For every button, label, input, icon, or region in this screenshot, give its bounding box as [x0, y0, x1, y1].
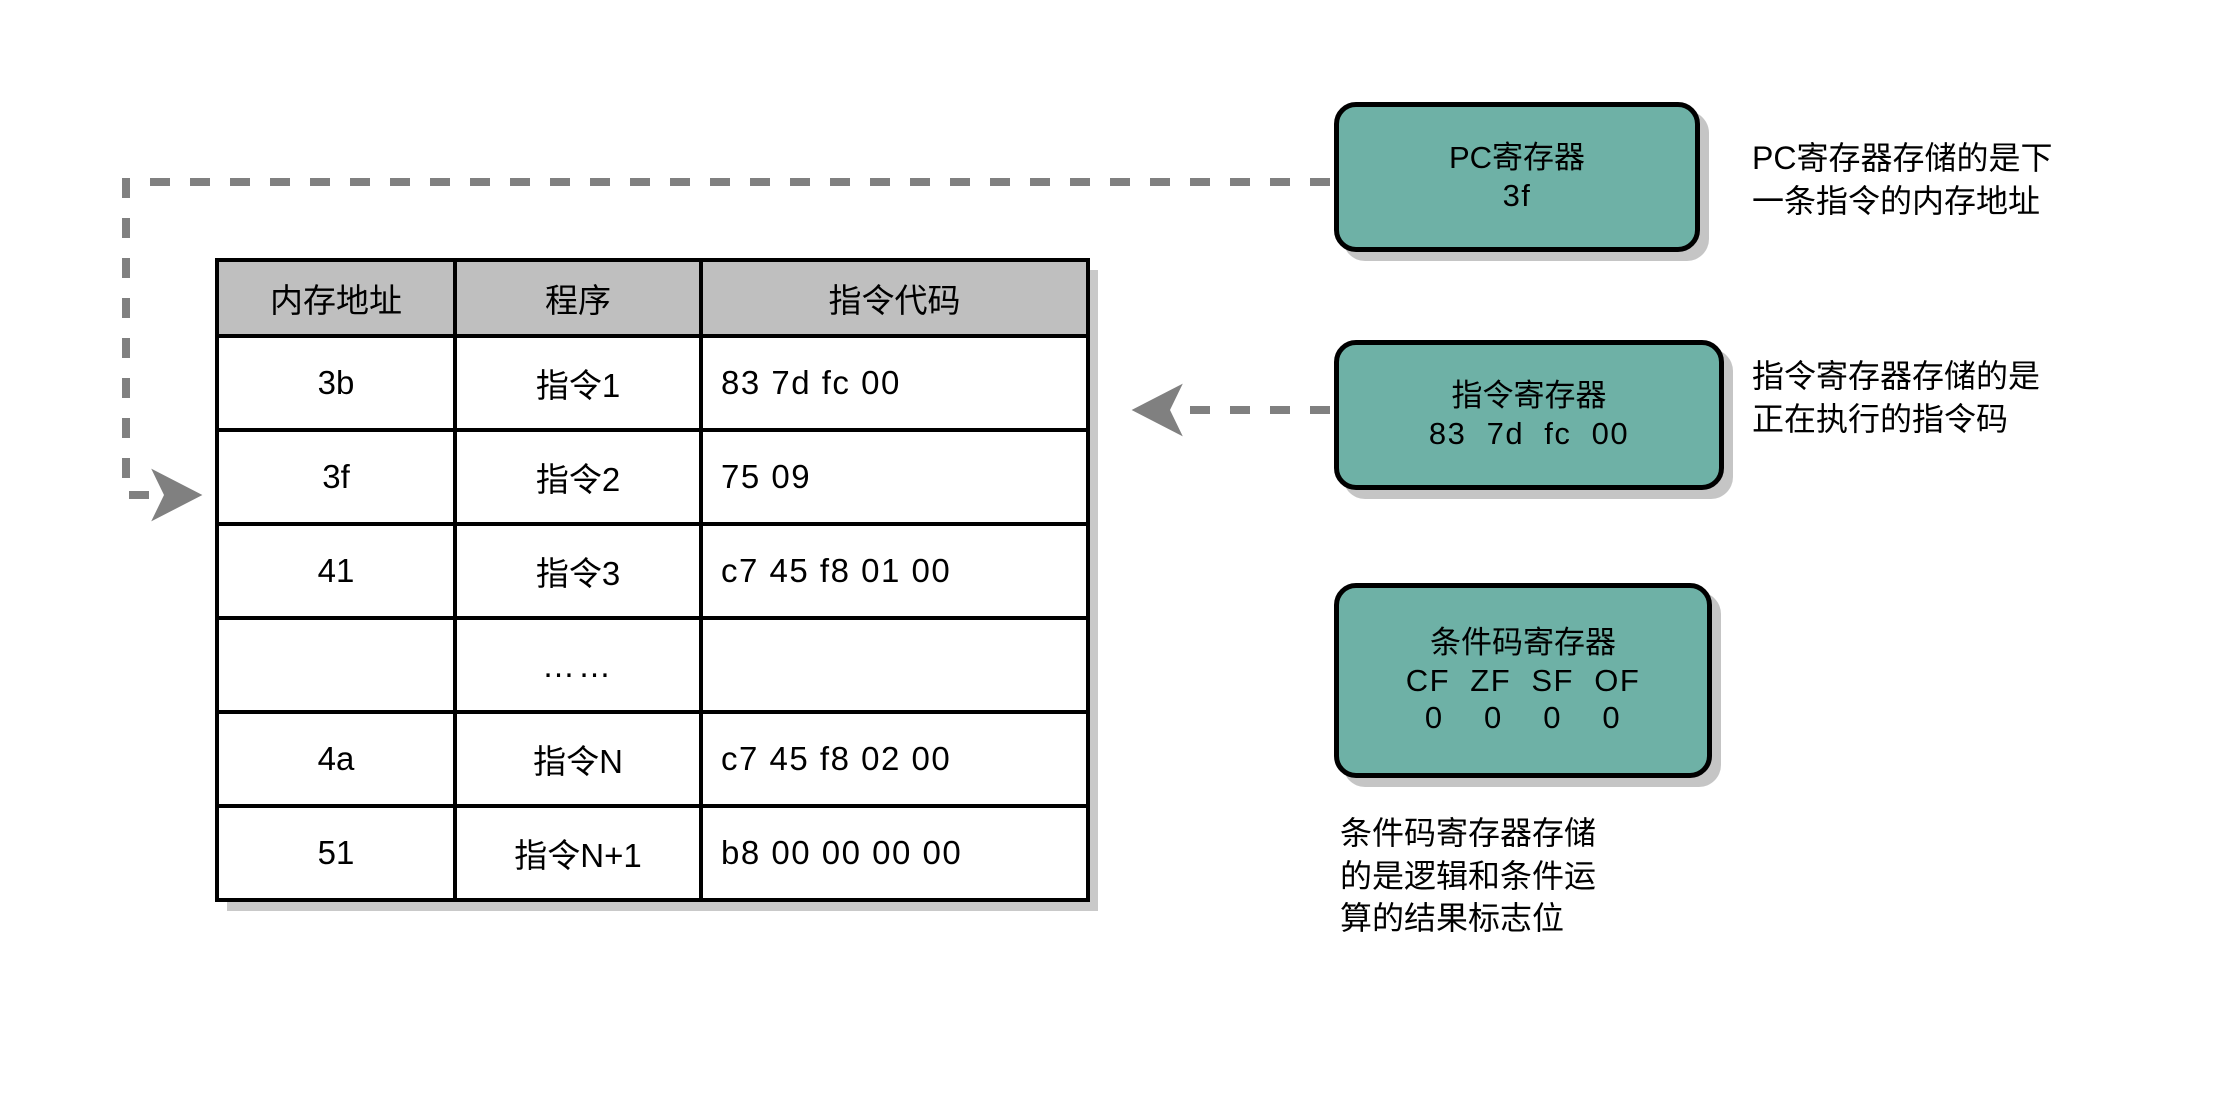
- condition-code-register-box: 条件码寄存器 CF ZF SF OF 0 0 0 0: [1334, 583, 1712, 778]
- note-condition-code-register: 条件码寄存器存储 的是逻辑和条件运 算的结果标志位: [1340, 815, 1597, 937]
- table-row: 41 指令3 c7 45 f8 01 00: [215, 522, 1090, 620]
- cell-instruction-code: c7 45 f8 01 00: [699, 522, 1090, 620]
- cell-address: 41: [215, 522, 457, 620]
- cell-instruction-code: [699, 616, 1090, 714]
- cell-address: 3b: [215, 334, 457, 432]
- memory-table: 内存地址 程序 指令代码 3b 指令1 83 7d fc 00 3f 指令2 7…: [215, 258, 1090, 902]
- column-header-address: 内存地址: [215, 258, 457, 338]
- table-header-row: 内存地址 程序 指令代码: [215, 258, 1090, 338]
- table-row: 51 指令N+1 b8 00 00 00 00: [215, 804, 1090, 902]
- cell-instruction-code: c7 45 f8 02 00: [699, 710, 1090, 808]
- pc-register-value: 3f: [1502, 178, 1532, 213]
- cell-program: 指令N: [453, 710, 703, 808]
- cell-instruction-code: 75 09: [699, 428, 1090, 526]
- note-pc-register: PC寄存器存储的是下 一条指令的内存地址: [1752, 140, 2053, 219]
- pc-register-title: PC寄存器: [1448, 140, 1586, 176]
- cell-program: 指令N+1: [453, 804, 703, 902]
- cell-program: ……: [453, 616, 703, 714]
- cell-program: 指令1: [453, 334, 703, 432]
- cell-address: 51: [215, 804, 457, 902]
- instruction-register-title: 指令寄存器: [1451, 378, 1607, 414]
- table-row: 4a 指令N c7 45 f8 02 00: [215, 710, 1090, 808]
- table-row: 3f 指令2 75 09: [215, 428, 1090, 526]
- pc-register-box: PC寄存器 3f: [1334, 102, 1700, 252]
- cell-address: [215, 616, 457, 714]
- cell-instruction-code: 83 7d fc 00: [699, 334, 1090, 432]
- table-row: ……: [215, 616, 1090, 714]
- cell-address: 4a: [215, 710, 457, 808]
- table-row: 3b 指令1 83 7d fc 00: [215, 334, 1090, 432]
- column-header-instruction-code: 指令代码: [699, 258, 1090, 338]
- cell-program: 指令3: [453, 522, 703, 620]
- condition-code-register-title: 条件码寄存器: [1430, 624, 1616, 660]
- condition-code-flag-names: CF ZF SF OF: [1405, 662, 1641, 698]
- column-header-program: 程序: [453, 258, 703, 338]
- cell-program: 指令2: [453, 428, 703, 526]
- condition-code-flag-values: 0 0 0 0: [1424, 700, 1622, 736]
- instruction-register-box: 指令寄存器 83 7d fc 00: [1334, 340, 1724, 490]
- cell-address: 3f: [215, 428, 457, 526]
- cell-instruction-code: b8 00 00 00 00: [699, 804, 1090, 902]
- note-instruction-register: 指令寄存器存储的是 正在执行的指令码: [1752, 358, 2041, 437]
- instruction-register-value: 83 7d fc 00: [1428, 416, 1630, 451]
